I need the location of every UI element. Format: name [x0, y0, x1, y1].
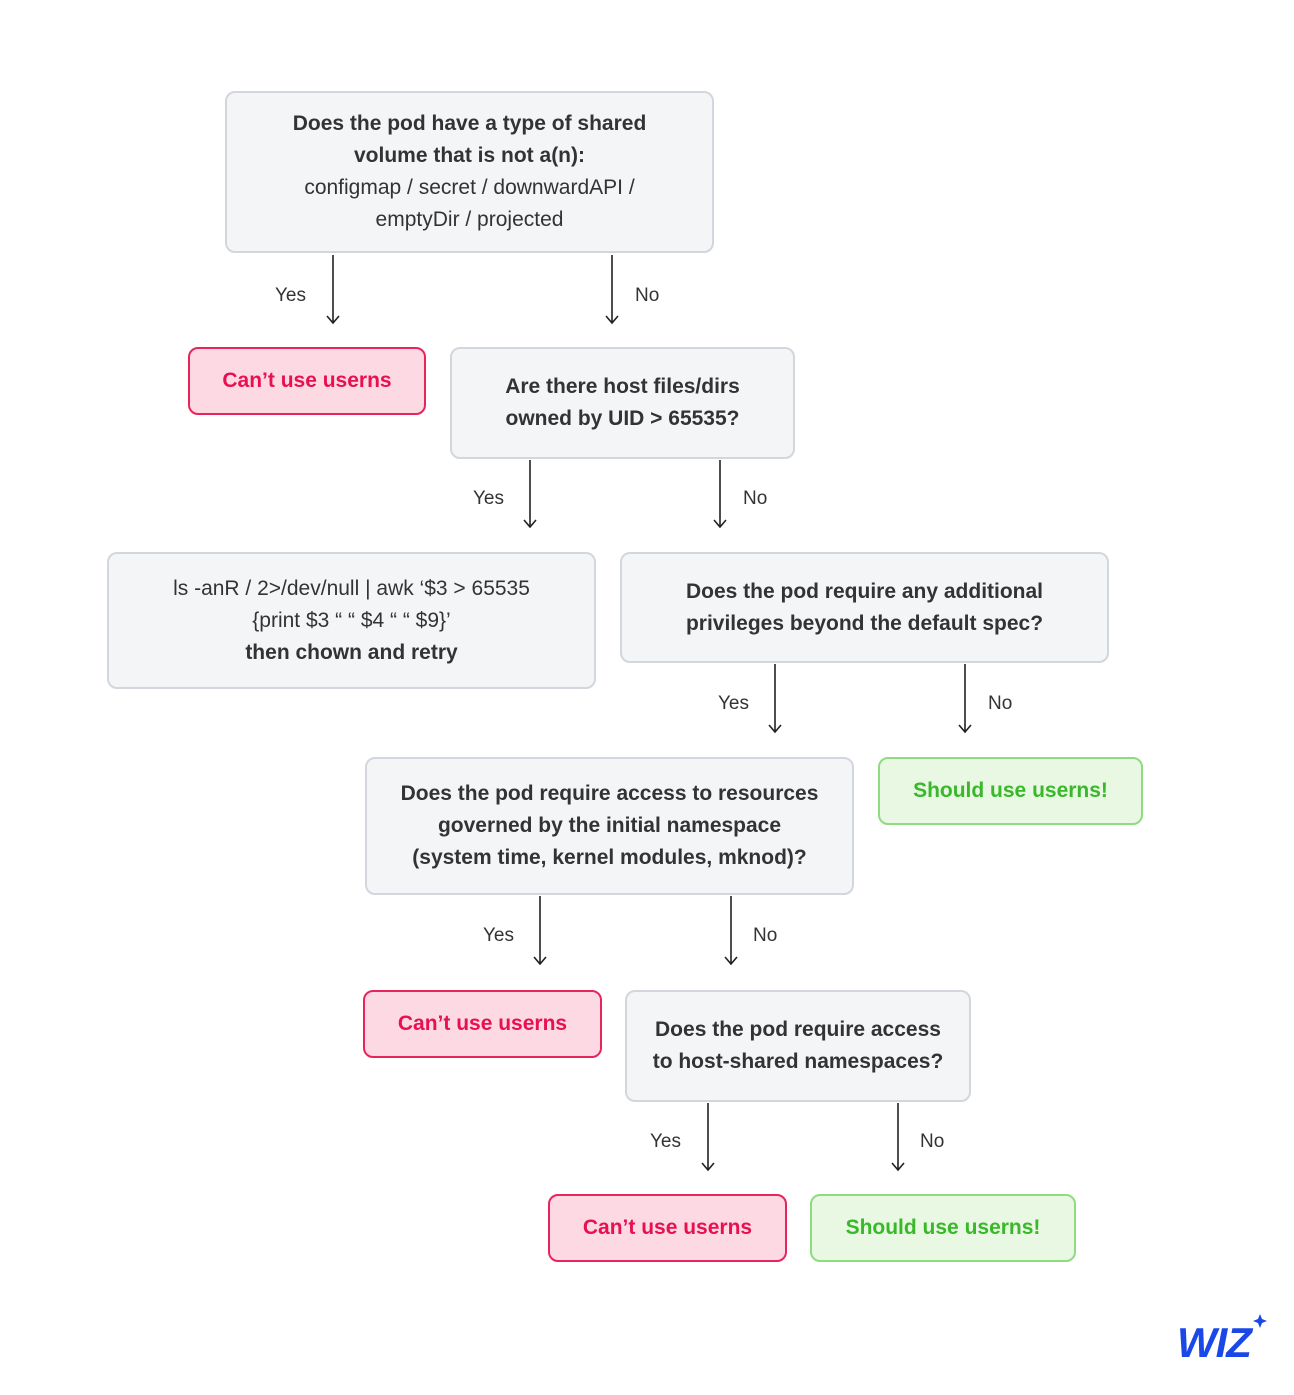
q5-line1: Does the pod require access [655, 1018, 941, 1041]
arrow-q4-no [724, 896, 738, 966]
q2-line2: owned by UID > 65535? [505, 407, 740, 430]
label-q5-no: No [920, 1131, 945, 1152]
label-q3-yes: Yes [718, 693, 749, 714]
label-q4-yes: Yes [483, 925, 514, 946]
question-initial-namespace-resources: Does the pod require access to resources… [365, 757, 854, 895]
arrow-q3-no [958, 664, 972, 734]
q4-line2: governed by the initial namespace [437, 814, 782, 837]
question-host-files-uid: Are there host files/dirs owned by UID >… [450, 347, 795, 459]
arrow-q1-no [605, 255, 619, 325]
label-q5-yes: Yes [650, 1131, 681, 1152]
cmd-line3: then chown and retry [245, 640, 458, 664]
q1-line3: configmap / secret / downwardAPI / [304, 176, 635, 199]
label-q4-no: No [753, 925, 778, 946]
result-cant-use-userns-1: Can’t use userns [188, 347, 426, 415]
label-q1-no: No [635, 285, 660, 306]
arrow-q1-yes [326, 255, 340, 325]
arrow-q5-no [891, 1103, 905, 1172]
q1-line2: volume that is not a(n): [354, 144, 585, 167]
question-host-shared-namespaces: Does the pod require access to host-shar… [625, 990, 971, 1102]
question-shared-volume: Does the pod have a type of shared volum… [225, 91, 714, 253]
arrow-q4-yes [533, 896, 547, 966]
question-additional-privileges: Does the pod require any additional priv… [620, 552, 1109, 663]
q2-line1: Are there host files/dirs [505, 375, 740, 398]
q4-line3: (system time, kernel modules, mknod)? [412, 846, 807, 869]
label-q2-yes: Yes [473, 488, 504, 509]
arrow-q2-yes [523, 460, 537, 529]
wiz-logo-text: WIZ [1177, 1319, 1253, 1364]
result-should-use-userns-2: Should use userns! [810, 1194, 1076, 1262]
command-chown-retry: ls -anR / 2>/dev/null | awk ‘$3 > 65535 … [107, 552, 596, 689]
q3-line1: Does the pod require any additional [685, 579, 1044, 603]
q1-line1: Does the pod have a type of shared [292, 112, 647, 135]
q1-line4: emptyDir / projected [375, 208, 564, 231]
result-cant-use-userns-2: Can’t use userns [363, 990, 602, 1058]
sparkle-icon [1253, 1314, 1267, 1328]
arrow-q5-yes [701, 1103, 715, 1172]
q5-line2: to host-shared namespaces? [652, 1050, 944, 1073]
cmd-line1: ls -anR / 2>/dev/null | awk ‘$3 > 65535 [173, 576, 530, 600]
wiz-logo: WIZ [1177, 1314, 1267, 1364]
label-q1-yes: Yes [275, 285, 306, 306]
cmd-line2: {print $3 “ “ $4 “ “ $9}’ [252, 608, 451, 632]
q4-line1: Does the pod require access to resources [400, 782, 819, 805]
arrow-q3-yes [768, 664, 782, 734]
label-q3-no: No [988, 693, 1013, 714]
label-q2-no: No [743, 488, 768, 509]
q3-line2: privileges beyond the default spec? [685, 611, 1044, 635]
arrow-q2-no [713, 460, 727, 529]
result-cant-use-userns-3: Can’t use userns [548, 1194, 787, 1262]
result-should-use-userns-1: Should use userns! [878, 757, 1143, 825]
